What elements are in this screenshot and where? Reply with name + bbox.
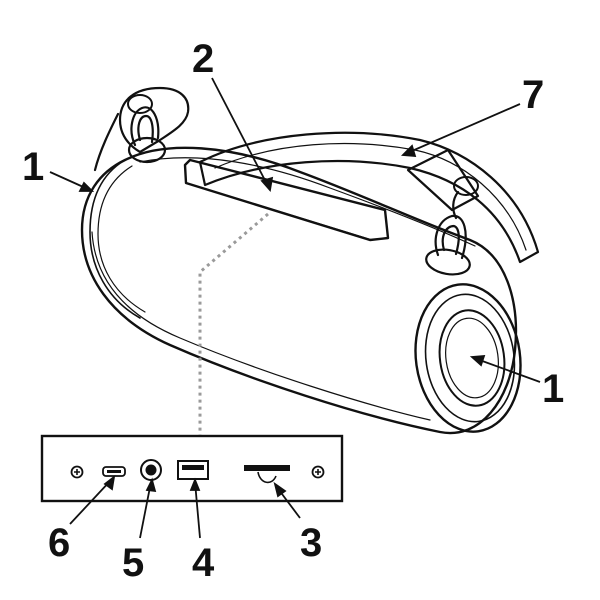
callout-strap: 7	[522, 73, 544, 117]
callout-audio-jack: 5	[122, 541, 144, 585]
callout-left-end: 1	[22, 145, 44, 189]
callout-right-end: 1	[542, 367, 564, 411]
callout-micro-usb-port: 6	[48, 521, 70, 565]
screw-left-icon	[70, 465, 84, 479]
usb-port-icon	[177, 460, 209, 480]
dotted-leader-line	[198, 212, 269, 436]
top-panel	[183, 158, 390, 242]
screw-right-icon	[311, 465, 325, 479]
card-slot-icon	[244, 465, 290, 484]
shoulder-strap	[93, 86, 540, 264]
callout-card-slot: 3	[300, 521, 322, 565]
callout-top-panel: 2	[192, 37, 214, 81]
right-end-cap	[414, 283, 522, 433]
callout-usb-port: 4	[192, 541, 215, 585]
micro-usb-port-icon	[102, 466, 126, 477]
port-panel	[40, 434, 344, 503]
leader-lines	[49, 77, 541, 539]
audio-jack-icon	[140, 459, 162, 481]
speaker-body	[80, 146, 518, 435]
strap-clip-right	[425, 176, 479, 276]
strap-clip-left	[127, 94, 167, 164]
